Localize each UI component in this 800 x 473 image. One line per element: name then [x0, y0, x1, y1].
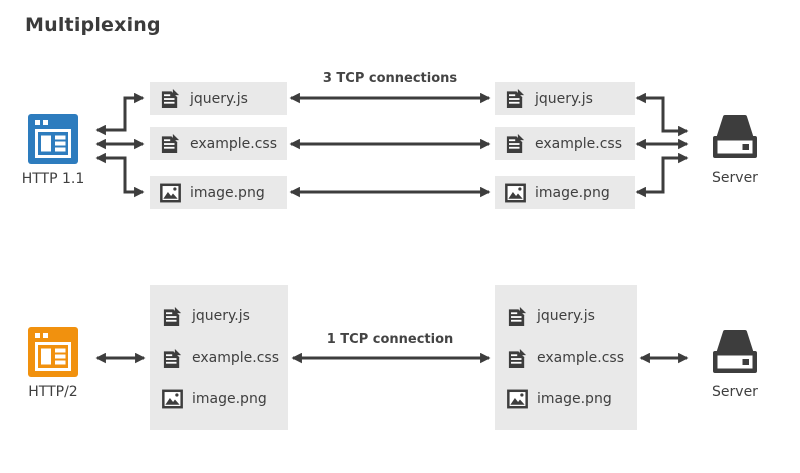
file-name: jquery.js	[537, 308, 595, 325]
arrow-jquery-server	[635, 92, 689, 137]
image-icon	[162, 389, 183, 409]
file-row-css: example.css	[507, 348, 637, 369]
file-row-css: example.css	[162, 348, 288, 369]
http2-browser-icon	[28, 327, 78, 377]
file-box-css-right: example.css	[495, 127, 635, 160]
file-box-jquery-left: jquery.js	[150, 82, 287, 115]
file-name: image.png	[537, 391, 612, 408]
arrow-http11-jquery	[95, 92, 145, 136]
server-icon	[713, 330, 757, 373]
file-name: example.css	[190, 135, 277, 152]
file-row-image: image.png	[162, 389, 288, 409]
file-name: example.css	[535, 135, 622, 152]
document-icon	[163, 306, 182, 326]
http11-browser-icon	[28, 114, 78, 164]
image-icon	[160, 183, 181, 202]
http2-label: HTTP/2	[28, 384, 78, 400]
server-label-bottom: Server	[712, 384, 758, 400]
file-name: example.css	[192, 350, 279, 366]
document-icon	[506, 88, 525, 109]
server-label-top: Server	[712, 170, 758, 186]
file-row-jquery: jquery.js	[162, 306, 288, 327]
file-name: jquery.js	[192, 308, 250, 325]
http11-label: HTTP 1.1	[21, 171, 85, 187]
multiplexed-box-right: jquery.js example.css image.png	[495, 285, 637, 430]
document-icon	[508, 348, 527, 368]
arrow-http11-image	[95, 152, 145, 198]
file-name: image.png	[190, 184, 265, 201]
document-icon	[163, 348, 182, 368]
document-icon	[506, 133, 525, 154]
arrow-image-server	[635, 152, 689, 198]
file-name: image.png	[535, 184, 610, 201]
file-box-image-right: image.png	[495, 176, 635, 209]
file-box-image-left: image.png	[150, 176, 287, 209]
file-box-css-left: example.css	[150, 127, 287, 160]
page-title: Multiplexing	[25, 14, 161, 36]
image-icon	[505, 183, 526, 202]
document-icon	[161, 133, 180, 154]
file-name: jquery.js	[190, 90, 248, 107]
file-name: example.css	[537, 350, 624, 366]
document-icon	[161, 88, 180, 109]
image-icon	[507, 389, 528, 409]
file-row-image: image.png	[507, 389, 637, 409]
file-name: image.png	[192, 391, 267, 408]
tcp-connections-label: 3 TCP connections	[322, 71, 458, 86]
file-name: jquery.js	[535, 90, 593, 107]
multiplexed-box-left: jquery.js example.css image.png	[150, 285, 288, 430]
document-icon	[508, 306, 527, 326]
tcp-connection-label: 1 TCP connection	[326, 332, 454, 347]
file-row-jquery: jquery.js	[507, 306, 637, 327]
file-box-jquery-right: jquery.js	[495, 82, 635, 115]
server-icon	[713, 115, 757, 158]
